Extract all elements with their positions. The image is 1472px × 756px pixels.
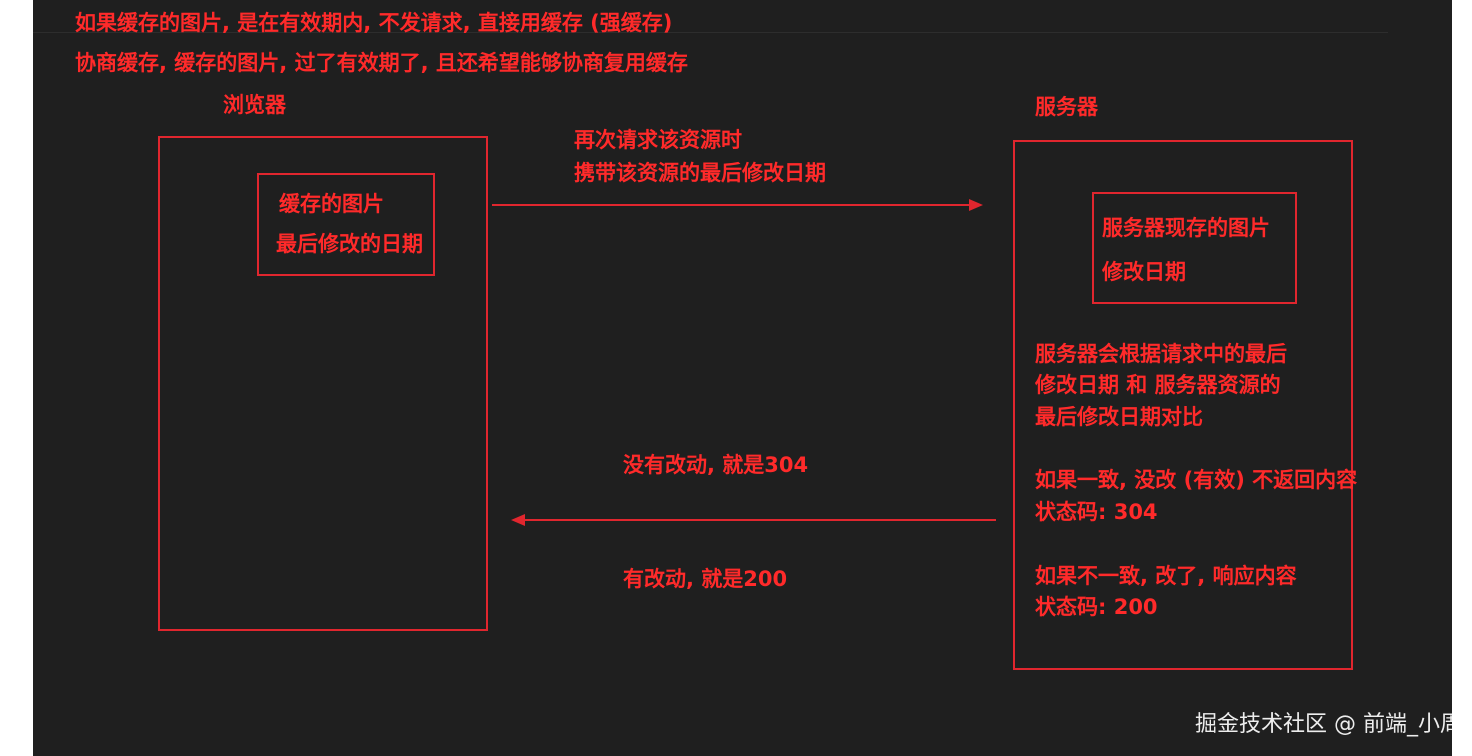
compare-line-1: 服务器会根据请求中的最后 bbox=[1035, 342, 1287, 366]
strong-cache-note: 如果缓存的图片, 是在有效期内, 不发请求, 直接用缓存 (强缓存) bbox=[75, 11, 673, 35]
diagram-canvas: 如果缓存的图片, 是在有效期内, 不发请求, 直接用缓存 (强缓存) 协商缓存,… bbox=[33, 0, 1452, 756]
divider-line bbox=[33, 32, 1388, 33]
request-arrow bbox=[492, 199, 983, 211]
mismatch-status-200: 状态码: 200 bbox=[1035, 595, 1158, 619]
compare-line-2: 修改日期 和 服务器资源的 bbox=[1035, 373, 1281, 397]
response-arrow bbox=[511, 514, 996, 526]
cached-image-box bbox=[257, 173, 435, 276]
cached-image-label: 缓存的图片 bbox=[279, 192, 384, 216]
server-box bbox=[1013, 140, 1353, 670]
negotiated-cache-note: 协商缓存, 缓存的图片, 过了有效期了, 且还希望能够协商复用缓存 bbox=[75, 51, 688, 75]
browser-box bbox=[158, 136, 488, 631]
response-changed-label: 有改动, 就是200 bbox=[623, 567, 788, 591]
compare-line-3: 最后修改日期对比 bbox=[1035, 405, 1203, 429]
server-image-label: 服务器现存的图片 bbox=[1102, 216, 1270, 240]
server-label: 服务器 bbox=[1035, 95, 1098, 119]
browser-label: 浏览器 bbox=[223, 93, 286, 117]
match-status-304: 状态码: 304 bbox=[1035, 500, 1158, 524]
cached-last-modified-label: 最后修改的日期 bbox=[276, 232, 423, 256]
arrows-layer bbox=[492, 199, 996, 526]
server-modified-date-label: 修改日期 bbox=[1102, 260, 1186, 284]
mismatch-line-1: 如果不一致, 改了, 响应内容 bbox=[1035, 564, 1297, 588]
match-line-1: 如果一致, 没改 (有效) 不返回内容 bbox=[1035, 468, 1358, 492]
watermark: 掘金技术社区 @ 前端_小周 bbox=[1195, 712, 1462, 737]
response-unchanged-label: 没有改动, 就是304 bbox=[623, 453, 809, 477]
server-image-box bbox=[1092, 192, 1297, 304]
request-line-1: 再次请求该资源时 bbox=[574, 128, 742, 152]
request-line-2: 携带该资源的最后修改日期 bbox=[574, 161, 826, 185]
